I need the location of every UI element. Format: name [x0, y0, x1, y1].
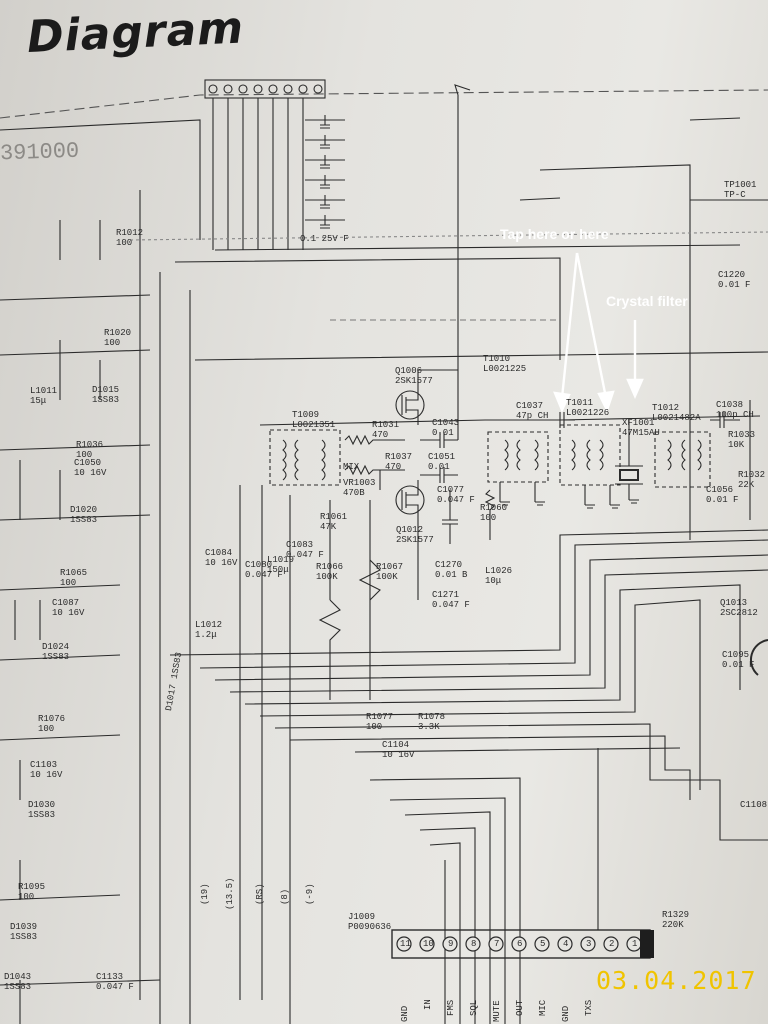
r1078-label: R1078 3.3K: [418, 712, 446, 732]
r1032-label: R1032 22K: [738, 470, 766, 490]
d1024-label: D1024 1SS83: [42, 642, 70, 662]
photo-timestamp: 03.04.2017: [596, 966, 757, 995]
q1012-label: Q1012 2SK1577: [396, 525, 434, 545]
pin-label: TXS: [584, 999, 594, 1016]
c1103-label: C1103 10 16V: [30, 760, 63, 780]
pin-number: 11: [400, 939, 411, 949]
t1010-label: T1010 L0021225: [483, 354, 527, 374]
c1271-label: C1271 0.047 F: [432, 590, 470, 610]
j1009-label: J1009 P0090636: [348, 912, 392, 932]
pin-number: 1: [632, 939, 638, 949]
l1026-label: L1026 10μ: [485, 566, 513, 586]
pin-number: 6: [517, 939, 523, 949]
c1080-label: C1080 0.047 F: [245, 560, 283, 580]
r1061-label: R1061 47K: [320, 512, 348, 532]
d1030-label: D1030 1SS83: [28, 800, 56, 820]
t1011-label: T1011 L0021226: [566, 398, 610, 418]
pin-label: FMS: [446, 999, 456, 1016]
net-label: (8): [280, 888, 290, 905]
q1013-label: Q1013 2SC2812: [720, 598, 758, 618]
pin-number: 7: [494, 939, 500, 949]
c1056-label: C1056 0.01 F: [706, 485, 739, 505]
r1076-label: R1076 100: [38, 714, 66, 734]
pin-number: 10: [423, 939, 434, 949]
c1095-label: C1095 0.01 F: [722, 650, 755, 670]
r1031-label: R1031 470: [372, 420, 400, 440]
mix-label: MIX: [343, 462, 360, 472]
net-label: (19): [200, 883, 210, 905]
c1104-label: C1104 10 16V: [382, 740, 415, 760]
pin-label: GND: [400, 1005, 410, 1022]
r1065-label: R1065 100: [60, 568, 88, 588]
d1015-label: D1015 1SS83: [92, 385, 120, 405]
pin-label: GND: [561, 1005, 571, 1022]
c1087-label: C1087 10 16V: [52, 598, 85, 618]
l1012-label: L1012 1.2μ: [195, 620, 223, 640]
c1037-label: C1037 47p CH: [516, 401, 549, 421]
xf1001-label: XF1001 47M15AU: [622, 418, 660, 438]
r1095-label: R1095 100: [18, 882, 46, 902]
d1039-label: D1039 1SS83: [10, 922, 38, 942]
pin-label: MUTE: [492, 1000, 502, 1022]
r1067-label: R1067 100K: [376, 562, 404, 582]
pin-label: SQL: [469, 999, 479, 1016]
d1020-label: D1020 1SS83: [70, 505, 98, 525]
q1006-label: Q1006 2SK1577: [395, 366, 433, 386]
l1011-label: L1011 15μ: [30, 386, 58, 406]
crystal-filter-annotation: Crystal filter: [606, 293, 688, 309]
t1012-label: T1012 L0021482A: [652, 403, 701, 423]
pin-label: IN: [423, 999, 433, 1010]
c1083-label: C1083 0.047 F: [286, 540, 324, 560]
net-label: (RS): [255, 883, 265, 905]
pin-number: 8: [471, 939, 477, 949]
c1220-label: C1220 0.01 F: [718, 270, 751, 290]
c1051-label: C1051 0.01: [428, 452, 456, 472]
net-label: (13.5): [225, 877, 235, 910]
t1009-label: T1009 L0021351: [292, 410, 336, 430]
c1038-label: C1038 100p CH: [716, 400, 754, 420]
c1050-label: C1050 10 16V: [74, 458, 107, 478]
r1329-label: R1329 220K: [662, 910, 690, 930]
r1037-label: R1037 470: [385, 452, 413, 472]
c1108-label: C1108: [740, 800, 768, 810]
net-label: (-9): [305, 883, 315, 905]
r1020-label: R1020 100: [104, 328, 132, 348]
pin-number: 5: [540, 939, 546, 949]
c1133-label: C1133 0.047 F: [96, 972, 134, 992]
pin-label: MIC: [538, 999, 548, 1016]
vr1003-label: VR1003 470B: [343, 478, 376, 498]
r1033-label: R1033 10K: [728, 430, 756, 450]
d1043-label: D1043 1SS83: [4, 972, 32, 992]
r1060-label: R1060 100: [480, 503, 508, 523]
l1019-label: L1019 150μ: [267, 555, 295, 575]
r1066-label: R1066 100K: [316, 562, 344, 582]
c1043-label: C1043 0.01: [432, 418, 460, 438]
pin-number: 9: [448, 939, 454, 949]
c1077-label: C1077 0.047 F: [437, 485, 475, 505]
tp1001-label: TP1001 TP-C: [724, 180, 757, 200]
cap-stack-label: 0.1 25V F: [300, 234, 349, 244]
pin-number: 4: [563, 939, 569, 949]
r1077-label: R1077 100: [366, 712, 394, 732]
pin-number: 3: [586, 939, 592, 949]
tap-point-annotation: Tap here or here: [500, 226, 609, 242]
pin-label: OUT: [515, 999, 525, 1016]
r1036-label: R1036 100: [76, 440, 104, 460]
pin-number: 2: [609, 939, 615, 949]
r1012-label: R1012 100: [116, 228, 144, 248]
c1270-label: C1270 0.01 B: [435, 560, 468, 580]
c1084-label: C1084 10 16V: [205, 548, 238, 568]
